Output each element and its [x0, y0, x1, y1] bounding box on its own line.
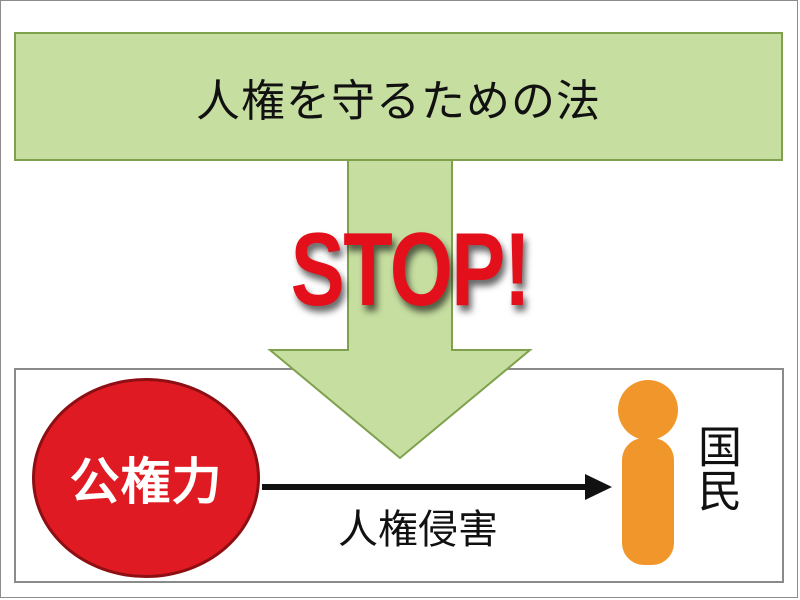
infringement-caption: 人権侵害 — [338, 507, 498, 553]
infringement-arrow-head — [585, 474, 612, 500]
rights-law-box: 人権を守るための法 — [14, 32, 783, 161]
rights-law-label: 人権を守るための法 — [196, 75, 601, 127]
public-power-label: 公権力 — [69, 453, 223, 511]
citizens-label: 国民 — [690, 424, 741, 512]
person-icon — [618, 380, 678, 565]
stop-text: STOP! — [290, 212, 531, 328]
down-arrow-shape — [267, 157, 533, 460]
public-power-circle: 公権力 — [32, 378, 260, 578]
